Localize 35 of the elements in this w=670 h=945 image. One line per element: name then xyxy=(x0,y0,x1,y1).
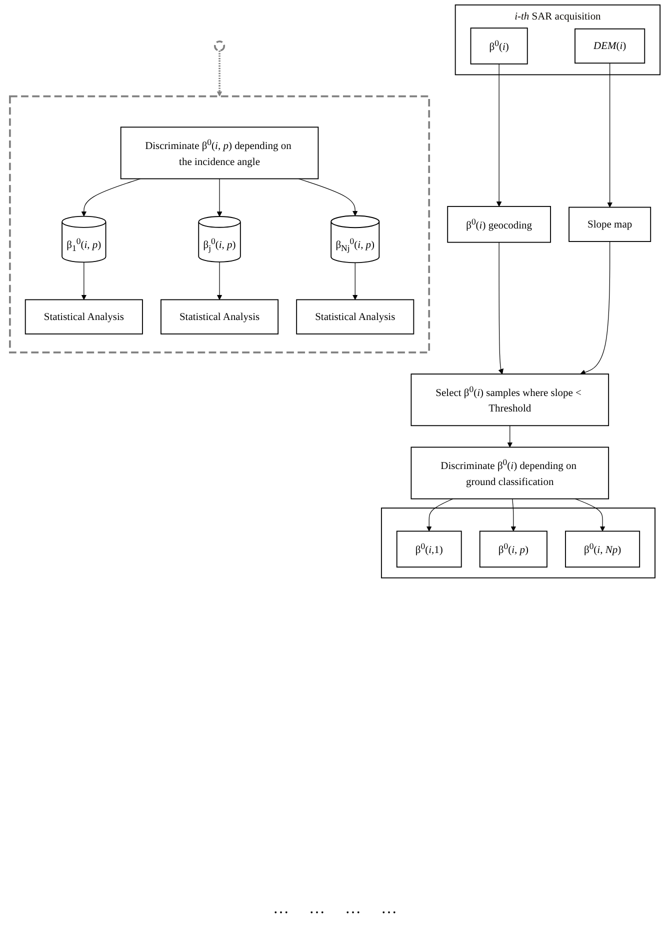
node-box: Statistical Analysis xyxy=(24,299,143,334)
node-ellipse xyxy=(214,40,226,52)
node-box: Select β$^{0}$(i) samples where slope < Threshold xyxy=(410,374,610,426)
node-box: β$^{0}$(i, Np) xyxy=(565,530,640,568)
arrow xyxy=(81,262,87,300)
ellipsis-text: … xyxy=(381,900,397,917)
arrow xyxy=(496,64,502,207)
ellipsis-text: … xyxy=(345,900,361,917)
node-box: β$^{0}$(i, p) xyxy=(479,530,548,568)
node-box: Discriminate β$^{0}$(i) depending on ground classification xyxy=(410,446,610,500)
arrow xyxy=(216,262,222,300)
node-box: Statistical Analysis xyxy=(296,299,414,334)
cluster xyxy=(9,95,430,354)
node-box: β$^{0}$(i) geocoding xyxy=(447,206,551,243)
node-box: DEM(i) xyxy=(574,28,646,64)
ellipsis-text: … xyxy=(309,900,325,917)
arrow xyxy=(498,242,504,374)
node-box: β$^{0}$(i,1) xyxy=(396,530,462,568)
arrow xyxy=(607,62,613,208)
ellipsis-text: … xyxy=(273,900,289,917)
arrow xyxy=(574,498,606,532)
node-box: Statistical Analysis xyxy=(160,299,279,334)
arrow xyxy=(216,50,222,97)
arrow xyxy=(507,425,513,448)
node-box: β$^{0}$(i) xyxy=(470,28,528,64)
arrow xyxy=(352,262,358,300)
arrow xyxy=(426,498,454,532)
arrow xyxy=(216,178,222,217)
arrow xyxy=(580,241,610,375)
node-box: Discriminate β$^{0}$(i, p) depending on the incidence angle xyxy=(120,126,319,180)
arrow xyxy=(510,498,516,532)
arrow xyxy=(298,178,358,216)
node-box: Slope map xyxy=(568,206,652,242)
cluster xyxy=(380,508,656,578)
arrow xyxy=(81,178,141,217)
